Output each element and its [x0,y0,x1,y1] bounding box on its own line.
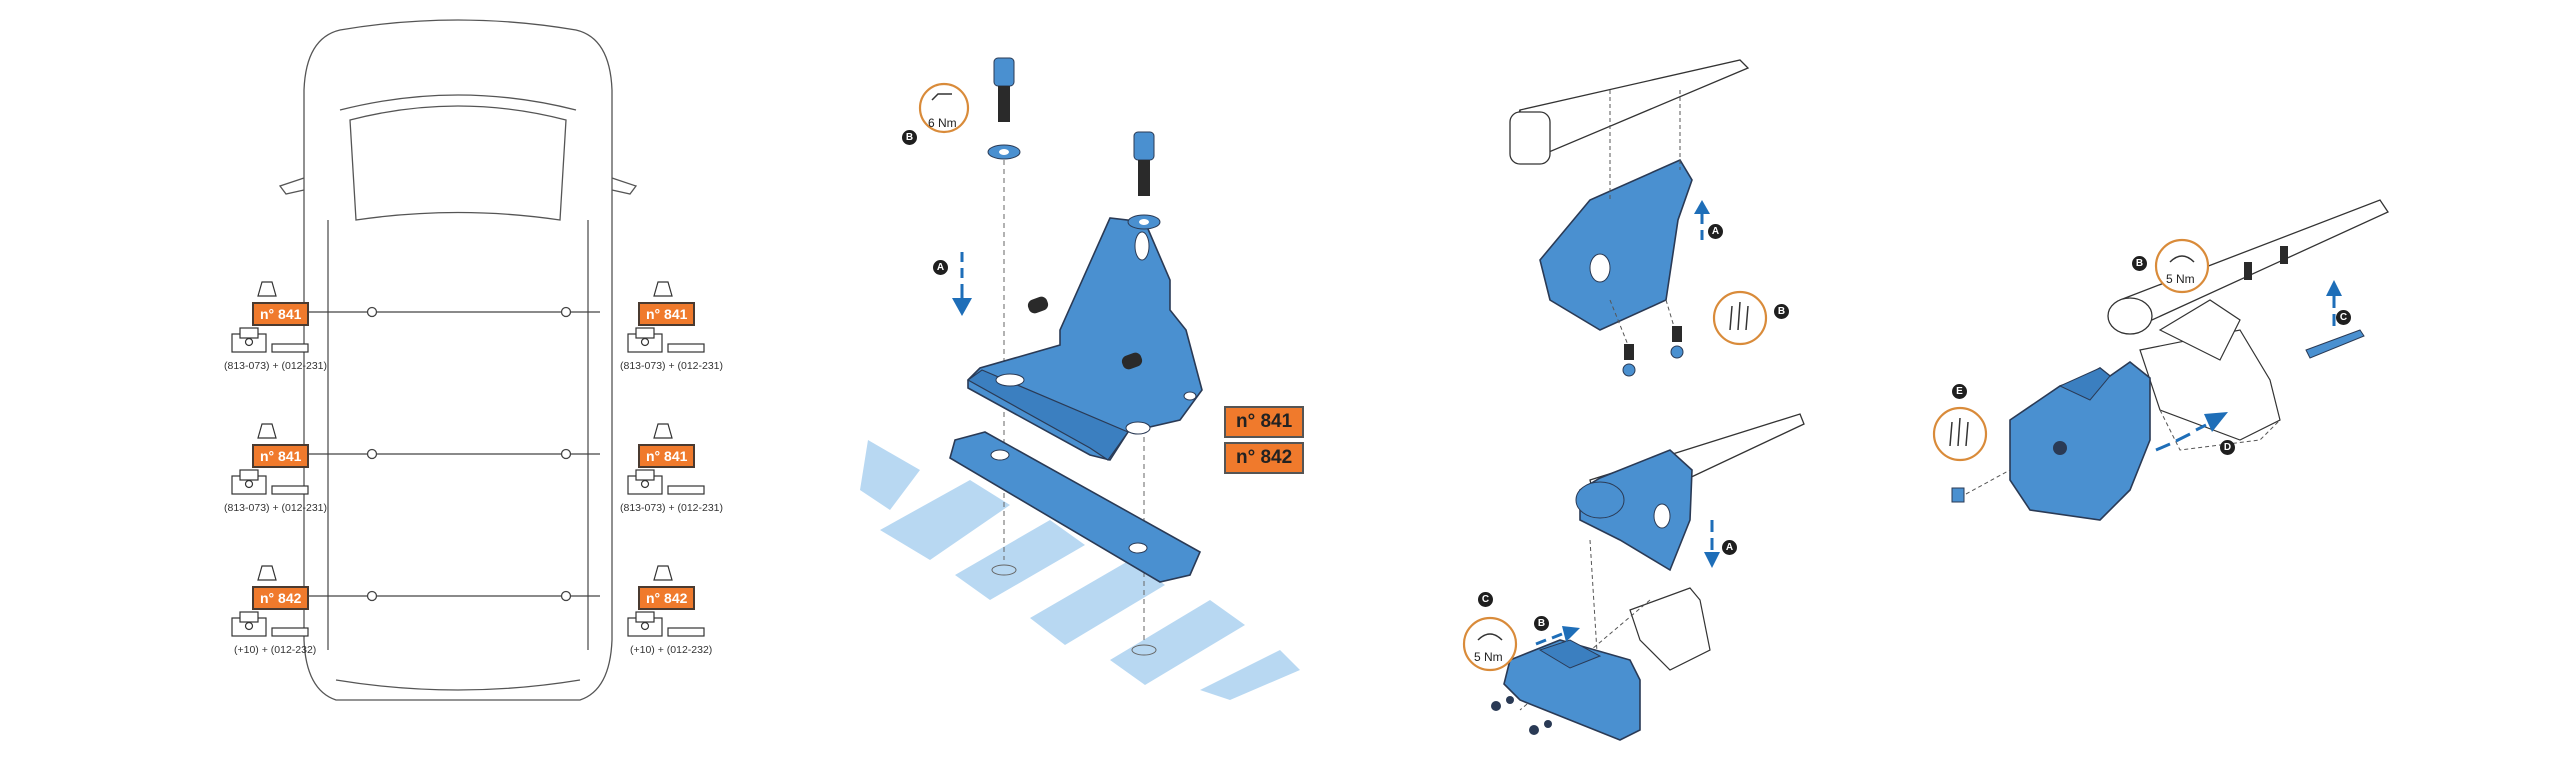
torque-value: 5 Nm [1474,650,1503,664]
step-marker-d: D [2220,440,2235,455]
part-code: (813-073) + (012-231) [224,360,328,372]
foot-diagram [1462,59,1805,741]
cover-assembly-panel: B 5 Nm C D E [1860,0,2420,780]
torque-wrench-icon [918,82,970,134]
fitting-tag: n° 841 [252,302,310,326]
fitting-tag: n° 842 [252,586,310,610]
bracket-diagram [860,57,1300,700]
bolt-icon [987,57,1161,230]
car-outline-icon [231,19,705,701]
step-marker-b: B [1534,616,1549,631]
cover-diagram [1932,199,2389,521]
step-marker-a: A [1722,540,1737,555]
part-code: (813-073) + (012-231) [224,502,328,514]
hand-icon [1932,406,1988,462]
part-code: (813-073) + (012-231) [620,502,724,514]
torque-value: 6 Nm [928,116,957,130]
step-marker-c: C [1478,592,1493,607]
foot-mounting-panel: A B A C B 5 Nm [1440,0,1820,780]
step-marker-a: A [933,260,948,275]
fitting-tag: n° 842 [638,586,696,610]
fitting-tag: n° 841 [1224,406,1305,438]
vehicle-position-panel: n° 841 (813-073) + (012-231) n° 841 (813… [200,0,760,780]
part-code: (+10) + (012-232) [630,644,713,656]
hand-icon [1712,290,1768,346]
roof-bar-icon [1509,59,1750,165]
step-marker-c: C [2336,310,2351,325]
torque-value: 5 Nm [2166,272,2195,286]
foot-icons-right [627,281,705,637]
fitting-tag: n° 841 [638,444,696,468]
bracket-assembly-panel: B 6 Nm A n° 841 n° 842 [860,0,1320,780]
torque-wrench-icon [2154,238,2210,294]
fitting-tag: n° 841 [638,302,696,326]
step-marker-b: B [1774,304,1789,319]
down-arrow-icon [952,252,972,316]
fitting-tag: n° 842 [1224,442,1305,474]
step-marker-e: E [1952,384,1967,399]
stripe-surface [860,440,1300,700]
step-marker-b: B [902,130,917,145]
step-marker-a: A [1708,224,1723,239]
fitting-tag: n° 841 [252,444,310,468]
torque-wrench-icon [1462,616,1518,672]
step-marker-b: B [2132,256,2147,271]
foot-icons-left [231,281,309,637]
part-code: (+10) + (012-232) [234,644,317,656]
part-code: (813-073) + (012-231) [620,360,724,372]
